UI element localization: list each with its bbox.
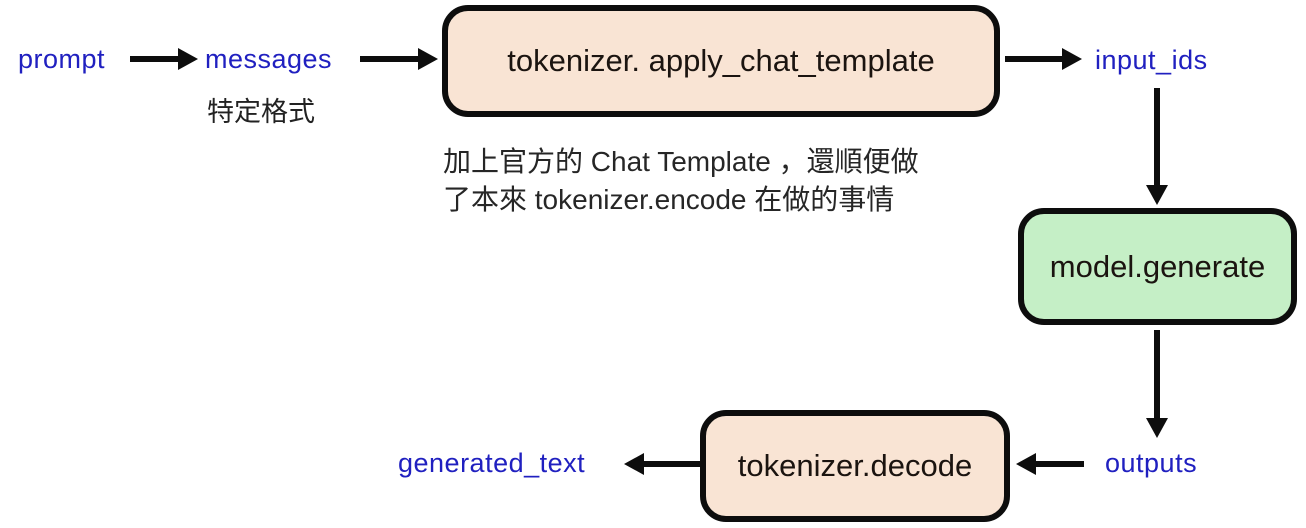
arrow-template-to-inputids-icon bbox=[1005, 48, 1082, 70]
arrow-prompt-to-messages-icon bbox=[130, 48, 198, 70]
note-template-annotation-line2: 了本來 tokenizer.encode 在做的事情 bbox=[443, 184, 895, 215]
node-tokenizer-decode-label: tokenizer.decode bbox=[737, 448, 973, 483]
node-model-generate-label: model.generate bbox=[1049, 248, 1266, 284]
arrow-decode-to-generatedtext-icon bbox=[624, 453, 700, 475]
label-generated-text: generated_text bbox=[398, 448, 586, 478]
node-apply-chat-template-label: tokenizer. apply_chat_template bbox=[507, 43, 935, 78]
arrow-inputids-to-generate-icon bbox=[1145, 88, 1169, 205]
arrow-messages-to-template-icon bbox=[360, 48, 438, 70]
label-messages: messages bbox=[205, 44, 333, 74]
node-apply-chat-template: tokenizer. apply_chat_template bbox=[442, 5, 1000, 117]
arrow-outputs-to-decode-icon bbox=[1016, 453, 1084, 475]
node-tokenizer-decode: tokenizer.decode bbox=[700, 410, 1010, 522]
label-prompt: prompt bbox=[18, 44, 106, 74]
label-input-ids: input_ids bbox=[1095, 45, 1208, 75]
label-outputs: outputs bbox=[1105, 448, 1198, 478]
arrow-generate-to-outputs-icon bbox=[1145, 330, 1169, 438]
note-messages-format: 特定格式 bbox=[207, 97, 315, 127]
node-model-generate: model.generate bbox=[1018, 208, 1297, 325]
note-template-annotation-line1: 加上官方的 Chat Template ，還順便做 bbox=[443, 146, 919, 177]
note-template-annotation: 加上官方的 Chat Template ，還順便做 了本來 tokenizer.… bbox=[443, 143, 919, 219]
